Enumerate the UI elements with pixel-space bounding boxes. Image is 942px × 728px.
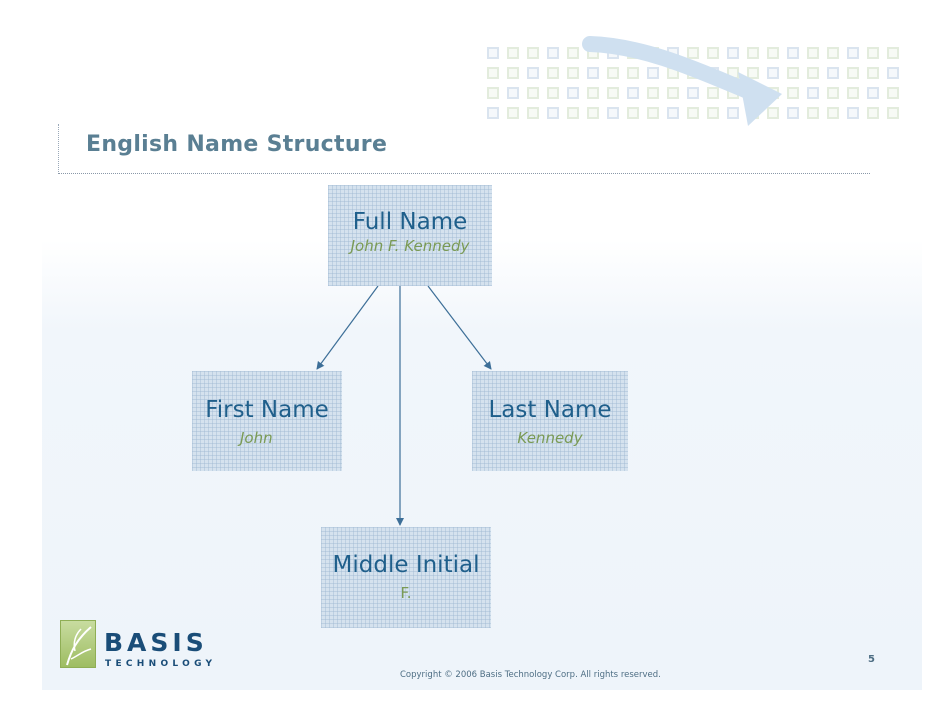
decorative-tile xyxy=(847,107,859,119)
decorative-tile xyxy=(767,107,779,119)
title-divider xyxy=(58,173,870,174)
decorative-tile xyxy=(567,107,579,119)
decorative-tile xyxy=(787,47,799,59)
decorative-tile xyxy=(547,87,559,99)
node-full-name: Full Name John F. Kennedy xyxy=(328,185,492,286)
decorative-tile xyxy=(707,47,719,59)
decorative-tile xyxy=(607,107,619,119)
decorative-tile xyxy=(787,67,799,79)
decorative-tile xyxy=(707,87,719,99)
decorative-tile xyxy=(827,67,839,79)
edge-full-to-last xyxy=(427,285,492,370)
decorative-tile xyxy=(887,67,899,79)
leaf-logo-icon xyxy=(60,620,96,668)
decorative-tile xyxy=(587,67,599,79)
slide-title: English Name Structure xyxy=(86,132,388,157)
decorative-tile xyxy=(547,47,559,59)
swoosh-arrow-icon xyxy=(582,36,782,126)
decorative-tile xyxy=(507,107,519,119)
decorative-tile xyxy=(627,107,639,119)
decorative-tile xyxy=(707,107,719,119)
decorative-tile xyxy=(847,87,859,99)
node-full-name-example: John F. Kennedy xyxy=(350,237,470,255)
basis-technology-logo: BASIS TECHNOLOGY xyxy=(60,620,212,672)
decorative-tile xyxy=(507,67,519,79)
decorative-tile xyxy=(527,47,539,59)
decorative-tile xyxy=(727,107,739,119)
decorative-tile xyxy=(827,87,839,99)
decorative-tile xyxy=(507,47,519,59)
decorative-tile xyxy=(627,67,639,79)
decorative-tile xyxy=(567,67,579,79)
decorative-tile xyxy=(867,67,879,79)
decorative-tile xyxy=(527,87,539,99)
decorative-tile xyxy=(687,87,699,99)
copyright-notice: Copyright © 2006 Basis Technology Corp. … xyxy=(400,670,661,680)
decorative-tile xyxy=(567,47,579,59)
decorative-tile xyxy=(847,47,859,59)
decorative-tile xyxy=(647,107,659,119)
logo-tagline-text: TECHNOLOGY xyxy=(105,659,217,669)
node-full-name-label: Full Name xyxy=(352,209,468,235)
decorative-tile xyxy=(587,107,599,119)
decorative-tile xyxy=(647,67,659,79)
decorative-tile xyxy=(807,107,819,119)
decorative-tile xyxy=(667,87,679,99)
decorative-tile xyxy=(507,87,519,99)
decorative-tile xyxy=(567,87,579,99)
decorative-tile xyxy=(527,67,539,79)
decorative-tile xyxy=(687,107,699,119)
decorative-tile xyxy=(487,47,499,59)
decorative-tile xyxy=(547,67,559,79)
node-middle-initial: Middle Initial F. xyxy=(321,527,491,628)
node-middle-initial-label: Middle Initial xyxy=(332,552,480,578)
decorative-tile xyxy=(487,67,499,79)
node-last-name-label: Last Name xyxy=(488,397,612,423)
decorative-tile xyxy=(747,47,759,59)
decorative-tile xyxy=(807,67,819,79)
decorative-tile xyxy=(647,87,659,99)
decorative-tile xyxy=(547,107,559,119)
title-side-rule xyxy=(58,124,60,174)
decorative-tile xyxy=(527,107,539,119)
decorative-tile xyxy=(607,87,619,99)
decorative-tile xyxy=(867,87,879,99)
decorative-tile xyxy=(847,67,859,79)
page-number: 5 xyxy=(868,654,875,665)
decorative-tile xyxy=(607,67,619,79)
node-last-name: Last Name Kennedy xyxy=(472,371,628,471)
decorative-tile xyxy=(827,107,839,119)
decorative-tile xyxy=(627,87,639,99)
decorative-tile xyxy=(867,107,879,119)
logo-brand-text: BASIS xyxy=(104,628,208,657)
decorative-tile xyxy=(667,107,679,119)
node-first-name-label: First Name xyxy=(205,397,329,423)
decorative-tile xyxy=(747,67,759,79)
decorative-tile xyxy=(587,87,599,99)
decorative-tile xyxy=(787,87,799,99)
decorative-tile xyxy=(787,107,799,119)
decorative-tile xyxy=(687,47,699,59)
decorative-tile xyxy=(887,107,899,119)
decorative-tile xyxy=(487,107,499,119)
node-first-name-example: John xyxy=(240,429,273,447)
decorative-tile xyxy=(887,87,899,99)
decorative-tile xyxy=(767,47,779,59)
decorative-tile xyxy=(867,47,879,59)
decorative-tile xyxy=(807,87,819,99)
node-last-name-example: Kennedy xyxy=(517,429,583,447)
edge-full-to-first xyxy=(316,285,379,370)
node-first-name: First Name John xyxy=(192,371,342,471)
decorative-tile xyxy=(767,67,779,79)
decorative-tile xyxy=(827,47,839,59)
decorative-tile xyxy=(887,47,899,59)
decorative-tile xyxy=(727,47,739,59)
node-middle-initial-example: F. xyxy=(400,584,412,602)
decorative-tile xyxy=(807,47,819,59)
decorative-tile xyxy=(487,87,499,99)
